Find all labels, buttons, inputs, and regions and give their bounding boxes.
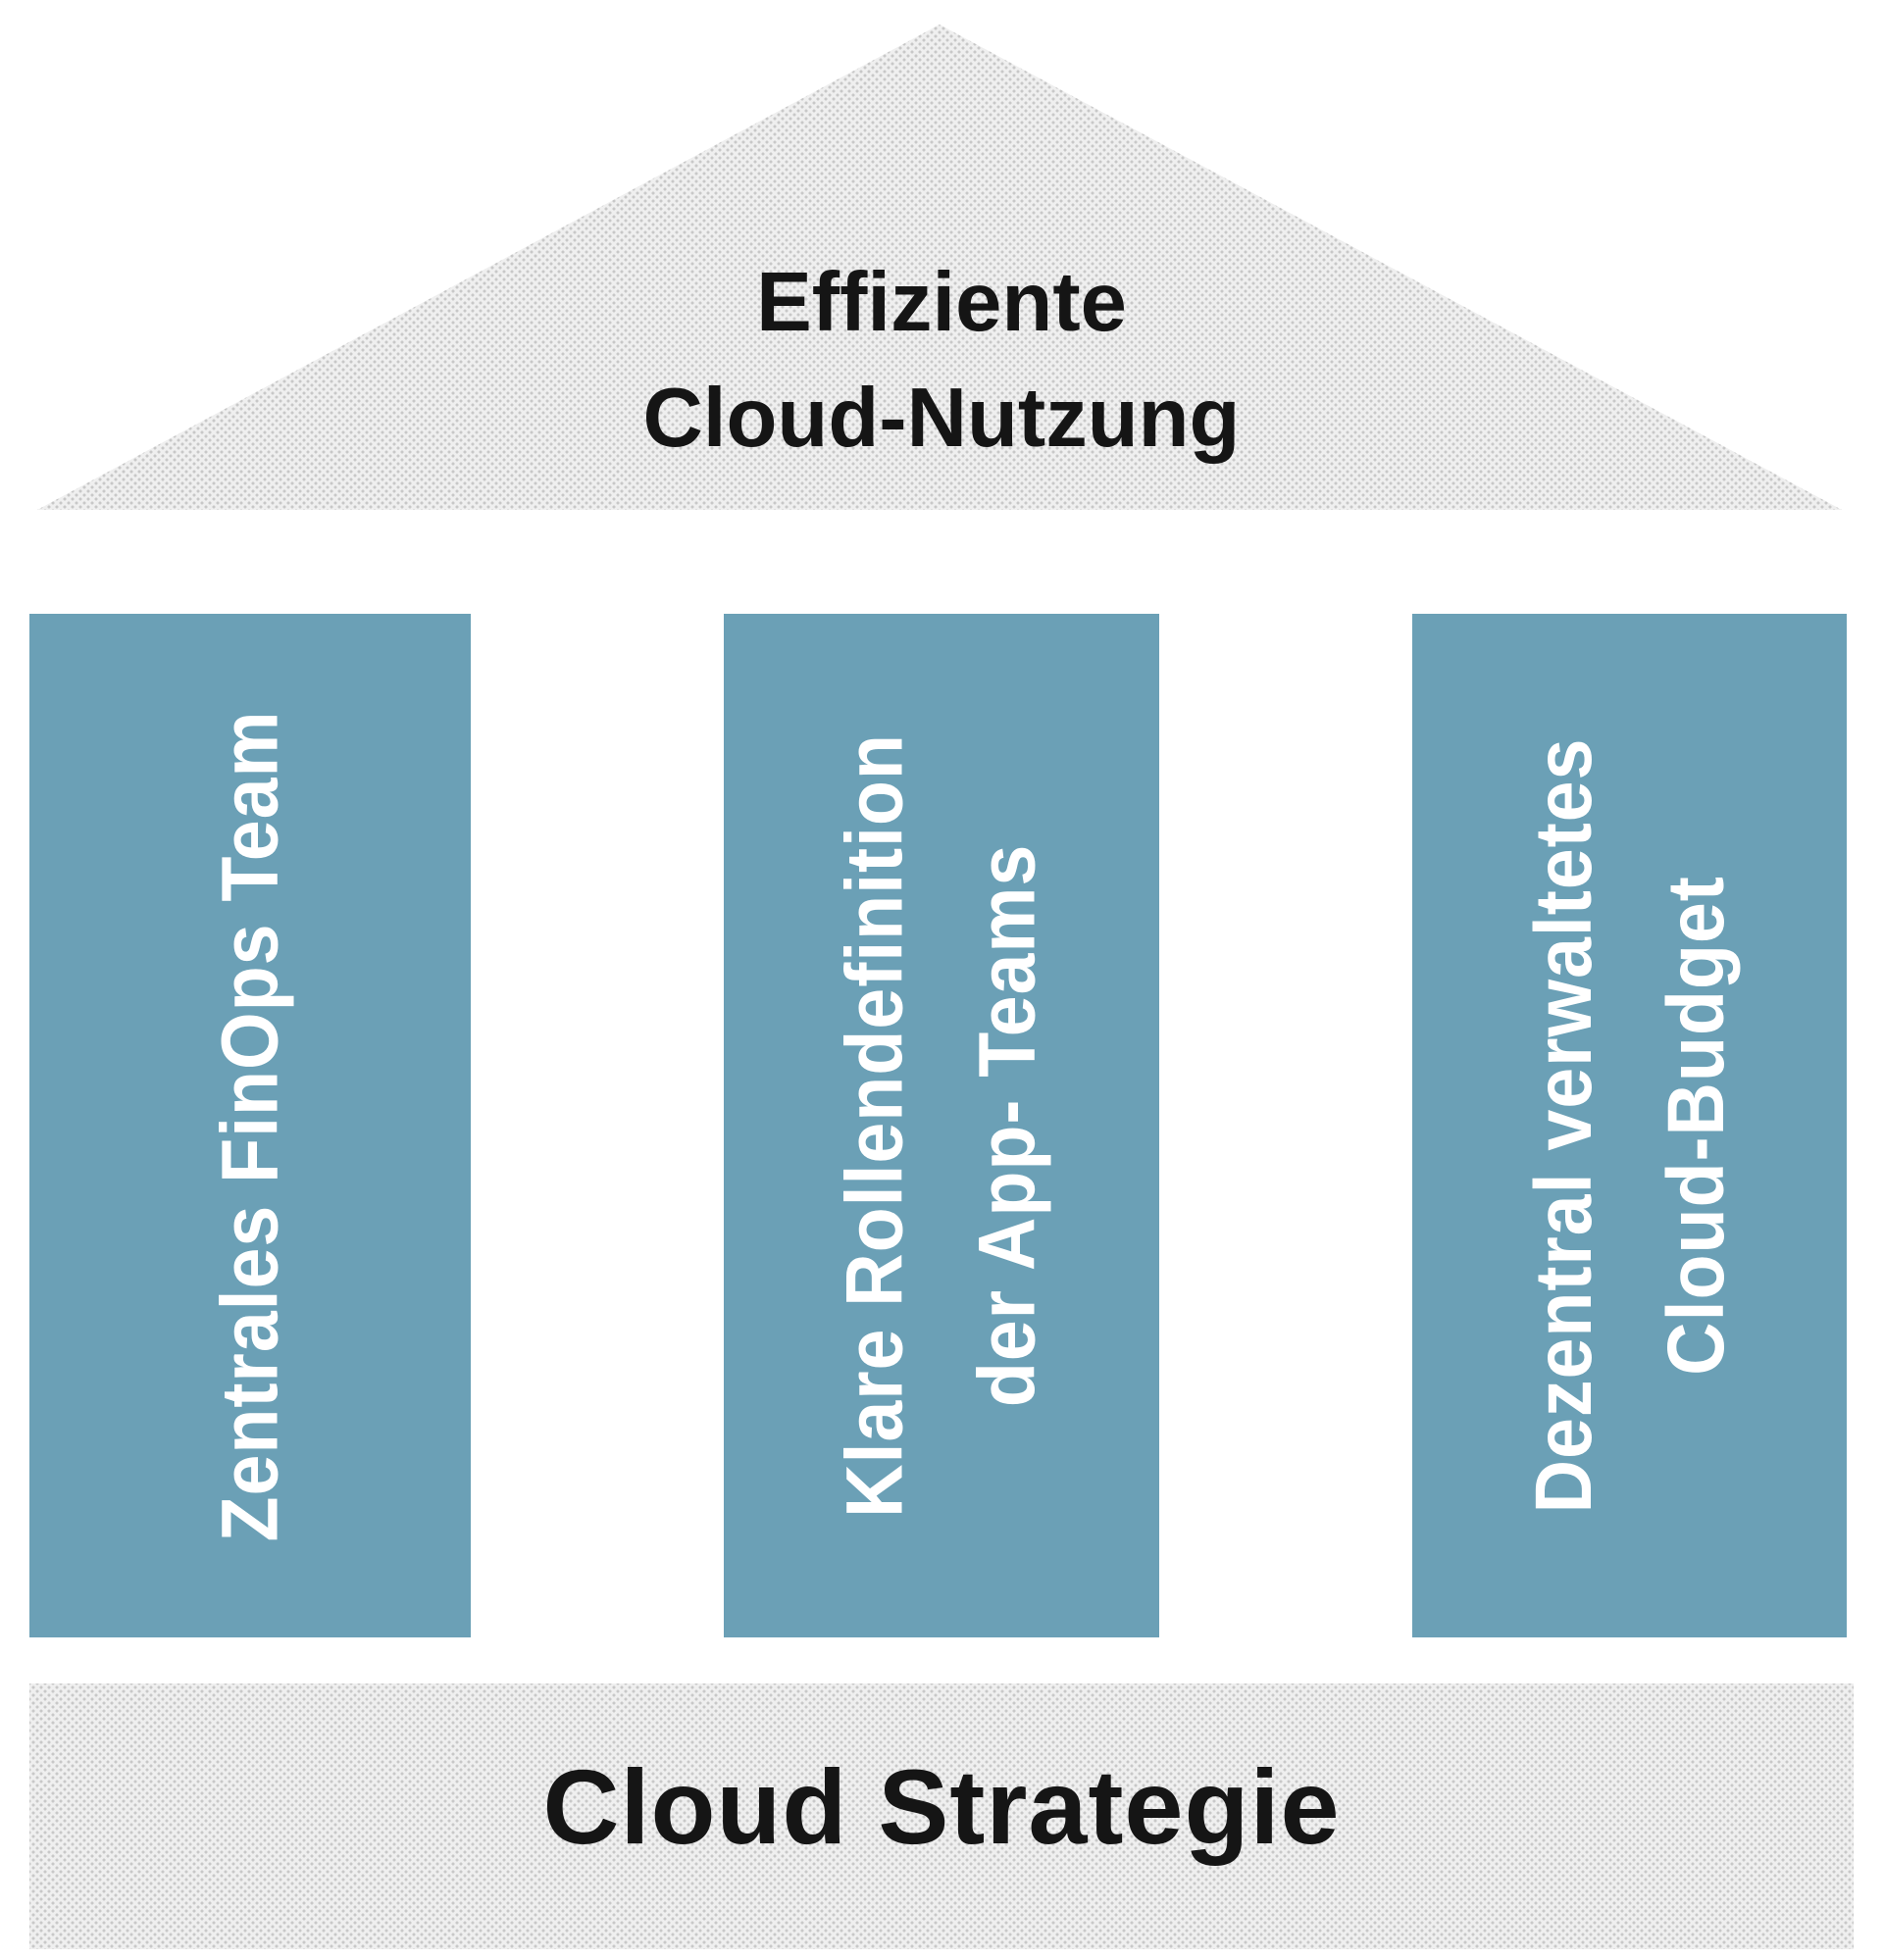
roof-title-line-1: Effiziente (756, 256, 1127, 349)
pillar-label-line: Cloud-Budget (1651, 876, 1741, 1376)
pillar-zentrales-finops-team: Zentrales FinOps Team (29, 614, 471, 1637)
roof-title: Effiziente Cloud-Nutzung (0, 245, 1883, 477)
pillar-dezentrales-cloud-budget: Dezentral verwaltetes Cloud-Budget (1412, 614, 1847, 1637)
pillar-label: Zentrales FinOps Team (184, 710, 317, 1541)
pillar-label: Dezentral verwaltetes Cloud-Budget (1498, 738, 1762, 1514)
roof-title-line-2: Cloud-Nutzung (642, 372, 1241, 465)
foundation-title: Cloud Strategie (542, 1747, 1341, 1866)
pillar-label-line: Dezentral verwaltetes (1518, 737, 1608, 1514)
pillar-rollendefinition-app-teams: Klare Rollendefinition der App- Teams (724, 614, 1159, 1637)
pillar-label-line: Klare Rollendefinition (831, 733, 921, 1518)
pillar-label-line: der App- Teams (963, 843, 1053, 1408)
foundation-bar: Cloud Strategie (29, 1684, 1854, 1949)
pillar-label-line: Zentrales FinOps Team (205, 710, 295, 1541)
pillar-label: Klare Rollendefinition der App- Teams (809, 733, 1074, 1518)
